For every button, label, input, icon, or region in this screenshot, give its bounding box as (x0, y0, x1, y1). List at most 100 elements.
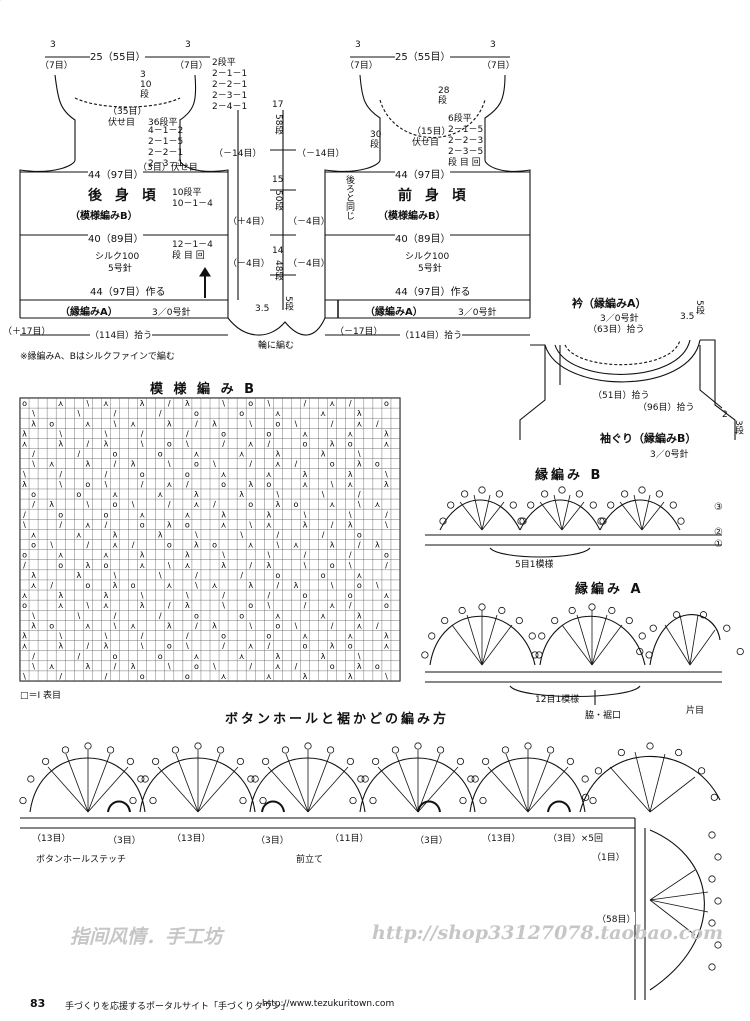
back-hem: 44（97目）作る (90, 283, 166, 298)
front-neck-steps: 6段平 2－1－5 2－2－3 2－3－5 段 目 回 (448, 114, 483, 169)
stitch-symbol: o (375, 460, 380, 469)
stitch-symbol: \ (186, 591, 189, 600)
stitch-symbol: \ (240, 530, 243, 539)
picot (458, 606, 466, 615)
stitch-symbol: / (105, 470, 108, 479)
picot (84, 742, 92, 750)
stitch-symbol: λ (22, 429, 27, 438)
stitch-symbol: / (87, 642, 90, 651)
stitch-symbol: \ (87, 601, 90, 610)
footer-url[interactable]: http://www.tezukuritown.com (262, 999, 395, 1009)
stitch-symbol: λ (357, 611, 362, 620)
stitch-symbol: ⋏ (302, 480, 308, 489)
stitch-symbol: \ (77, 611, 80, 620)
picot (708, 919, 716, 927)
pattern-b-legend: □＝I 表目 (20, 691, 62, 701)
picot (41, 757, 50, 766)
stitch-symbol: o (221, 429, 226, 438)
stitch-symbol: o (303, 642, 308, 651)
stitch-symbol: ⋏ (193, 450, 199, 459)
picot (428, 632, 436, 640)
stitch-symbol: \ (132, 500, 135, 509)
stitch-symbol: \ (32, 460, 35, 469)
stitch-symbol: / (267, 642, 270, 651)
stitch-symbol: ⋏ (329, 500, 335, 509)
stitch-symbol: / (168, 500, 171, 509)
stitch-symbol: / (77, 450, 80, 459)
stitch-symbol: o (140, 520, 145, 529)
picot (471, 775, 479, 783)
stitch-symbol: ⋏ (248, 642, 254, 651)
stitch-symbol: \ (141, 642, 144, 651)
stitch-symbol: λ (22, 480, 27, 489)
stitch-symbol: o (330, 460, 335, 469)
stitch-symbol: λ (348, 470, 353, 479)
stitch-symbol: / (385, 510, 388, 519)
picot (349, 796, 357, 805)
picot (551, 616, 559, 625)
stitch-symbol: λ (330, 541, 335, 550)
back-side-inc-2: （＋4目） (228, 217, 270, 227)
back-waist: 40（89目） (88, 230, 144, 245)
picot (528, 632, 536, 640)
stitch-symbol: / (186, 632, 189, 641)
stitch-symbol: ⋏ (22, 642, 28, 651)
stitch-symbol: o (167, 541, 172, 550)
stitch-symbol: ⋏ (239, 450, 245, 459)
stitch-symbol: \ (114, 419, 117, 428)
stitch-symbol: λ (348, 520, 353, 529)
stitch-symbol: o (131, 581, 136, 590)
back-side-rows-3: 48段 (273, 260, 283, 281)
stitch-symbol: / (114, 611, 117, 620)
picot (699, 611, 708, 619)
picot (326, 746, 335, 754)
back-side-inc-3: （－4目） (228, 259, 270, 269)
stitch-symbol: o (58, 510, 63, 519)
edging-a-start: 脇・裾口 (585, 711, 622, 721)
front-side-inc-3: （－4目） (288, 259, 330, 269)
stitch-symbol: ⋏ (383, 642, 389, 651)
front-neck-rows: 28段 (438, 86, 450, 106)
buttonhole-count: （11目） (330, 831, 369, 844)
stitch-symbol: o (85, 480, 90, 489)
front-hem: 44（97目）作る (395, 283, 471, 298)
picot (710, 793, 718, 801)
stitch-symbol: λ (275, 652, 280, 661)
front-side-inc-2: （－4目） (288, 217, 330, 227)
stitch-symbol: ⋏ (130, 419, 136, 428)
collar-rows: 5段 (694, 300, 704, 315)
stitch-symbol: λ (303, 520, 308, 529)
stitch-symbol: ⋏ (157, 490, 163, 499)
back-title: 後 身 頃 (88, 188, 160, 204)
stitch-symbol: ⋏ (85, 520, 91, 529)
picot (456, 757, 465, 766)
footer-description: 手づくりを応援するポータルサイト「手づくりタウン」 (65, 1002, 291, 1012)
stitch-symbol: ⋏ (139, 510, 145, 519)
picot (126, 757, 135, 766)
stitch-symbol: \ (295, 419, 298, 428)
stitch-symbol: λ (140, 601, 145, 610)
stitch-symbol: ⋏ (266, 470, 272, 479)
stitch-symbol: / (23, 561, 26, 570)
picot (588, 603, 596, 611)
stitch-symbol: / (322, 530, 325, 539)
stitch-symbol: λ (239, 490, 244, 499)
stitch-symbol: λ (140, 399, 145, 408)
picot (391, 746, 400, 754)
picot (723, 624, 731, 632)
stitch-symbol: λ (131, 662, 136, 671)
stitch-symbol: ⋏ (302, 632, 308, 641)
stitch-symbol: / (87, 440, 90, 449)
picot (467, 775, 475, 783)
front-neck-step: 6段平 (448, 114, 472, 124)
stitch-symbol: ⋏ (184, 510, 190, 519)
stitch-symbol: / (141, 429, 144, 438)
picot (247, 775, 255, 783)
stitch-symbol: o (248, 500, 253, 509)
stitch-symbol: λ (58, 642, 63, 651)
front-title: 前 身 頃 (398, 188, 470, 204)
stitch-symbol: ⋏ (266, 520, 272, 529)
stitch-symbol: ⋏ (248, 440, 254, 449)
stitch-symbol: λ (185, 601, 190, 610)
stitch-symbol: ⋏ (58, 601, 64, 610)
